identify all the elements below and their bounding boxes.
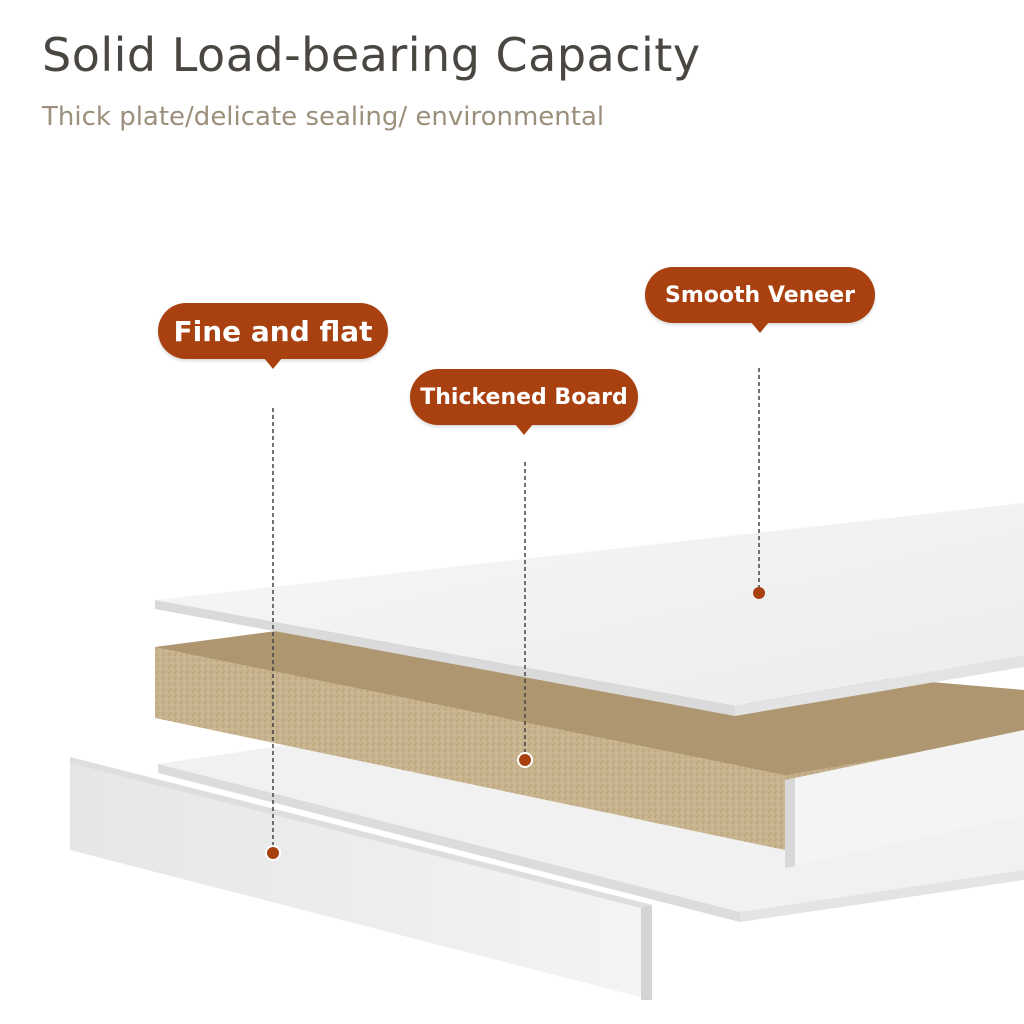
top-veneer-sheet bbox=[155, 503, 1024, 716]
marker-dot-smooth bbox=[753, 587, 765, 599]
callout-fine-and-flat: Fine and flat bbox=[158, 303, 388, 369]
edge-band-front bbox=[70, 757, 652, 1000]
marker-dot-thickened bbox=[517, 752, 533, 768]
page-title: Solid Load-bearing Capacity bbox=[42, 28, 701, 82]
callout-smooth-veneer: Smooth Veneer bbox=[645, 267, 875, 333]
page-subtitle: Thick plate/delicate sealing/ environmen… bbox=[42, 102, 605, 132]
bottom-sheet bbox=[158, 743, 1024, 922]
marker-dot-fine bbox=[265, 845, 281, 861]
callout-thickened-board: Thickened Board bbox=[410, 369, 638, 435]
edge-band-right bbox=[785, 730, 1024, 868]
